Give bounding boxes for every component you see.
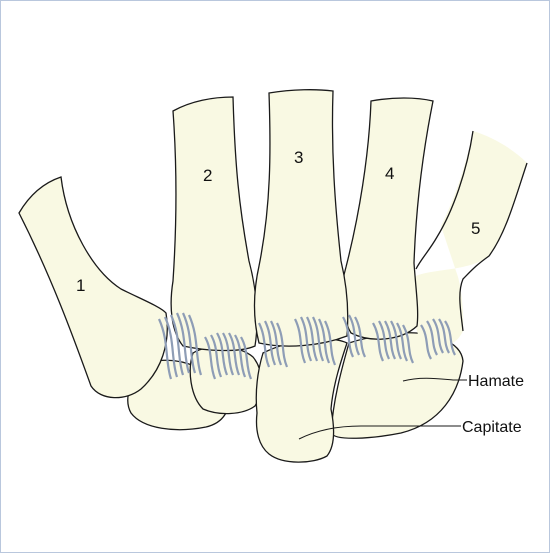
- metacarpal-2-label: 2: [203, 166, 212, 185]
- metacarpal-3: [255, 90, 348, 346]
- hamate-label: Hamate: [468, 373, 524, 390]
- metacarpal-5: [413, 131, 527, 346]
- metacarpal-5-label: 5: [471, 219, 480, 238]
- metacarpal-1-label: 1: [76, 276, 85, 295]
- metacarpal-1: [19, 177, 167, 398]
- metacarpal-3-label: 3: [294, 148, 303, 167]
- metacarpal-2: [171, 97, 257, 351]
- metacarpal-4-label: 4: [385, 164, 394, 183]
- trapezoid-bone: [190, 347, 261, 414]
- capitate-label: Capitate: [462, 419, 522, 436]
